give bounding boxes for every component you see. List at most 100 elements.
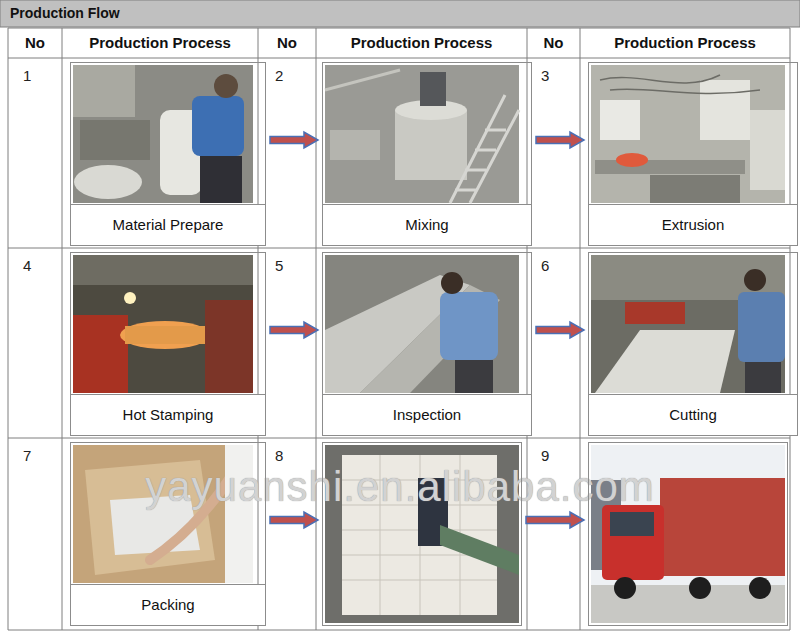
photo-mixing bbox=[325, 65, 519, 203]
photo-material-prepare bbox=[73, 65, 253, 203]
photo-extrusion bbox=[591, 65, 785, 203]
title-bar bbox=[0, 0, 800, 27]
grid-line bbox=[8, 438, 790, 439]
process-cell: 7Packing bbox=[70, 442, 266, 626]
flow-arrow bbox=[526, 512, 584, 528]
flow-arrow bbox=[536, 132, 584, 148]
step-number: 6 bbox=[541, 257, 549, 274]
grid-line bbox=[8, 248, 790, 249]
worker-shirt bbox=[440, 292, 498, 360]
windscreen bbox=[610, 512, 654, 536]
process-cell: 1Material Prepare bbox=[70, 62, 266, 246]
table bbox=[330, 130, 380, 160]
step-number: 2 bbox=[275, 67, 283, 84]
process-cell: 2Mixing bbox=[322, 62, 532, 246]
grid-line bbox=[8, 28, 790, 29]
photo-ground bbox=[591, 255, 785, 393]
grid-line bbox=[8, 28, 9, 630]
machine-box bbox=[600, 100, 640, 140]
grid-line bbox=[527, 28, 528, 630]
saw-machine bbox=[625, 302, 685, 324]
panel-line bbox=[360, 285, 500, 393]
worker-legs bbox=[455, 360, 493, 393]
watermark: yayuanshi.en.alibaba.com bbox=[90, 464, 710, 510]
hot-roller bbox=[125, 326, 210, 344]
machine-base bbox=[650, 175, 740, 203]
mixer-drum bbox=[395, 110, 467, 180]
column-header: No bbox=[258, 28, 316, 58]
grid-line bbox=[790, 28, 791, 630]
step-number: 1 bbox=[23, 67, 31, 84]
grid-line bbox=[258, 28, 259, 630]
flow-arrow bbox=[536, 322, 584, 338]
bowl bbox=[74, 165, 142, 199]
flow-arrow bbox=[270, 512, 318, 528]
step-caption: Cutting bbox=[589, 394, 797, 435]
worker-shirt bbox=[738, 292, 785, 362]
machine-box bbox=[700, 80, 750, 140]
shelf bbox=[73, 65, 135, 117]
worker-head bbox=[744, 269, 766, 291]
photo-ground bbox=[73, 255, 253, 393]
machine-box bbox=[750, 110, 785, 190]
cables bbox=[600, 75, 760, 94]
step-number: 4 bbox=[23, 257, 31, 274]
red-machine bbox=[73, 315, 128, 393]
hot-die bbox=[616, 153, 648, 167]
wheel bbox=[614, 577, 636, 599]
grid-line bbox=[8, 630, 790, 631]
worker-legs bbox=[745, 362, 781, 393]
stairs bbox=[450, 95, 519, 203]
worker-legs bbox=[200, 156, 242, 203]
worker-head bbox=[441, 272, 463, 294]
machine bbox=[80, 120, 150, 160]
glow bbox=[120, 321, 210, 349]
photo-cutting bbox=[591, 255, 785, 393]
process-cell: 6Cutting bbox=[588, 252, 798, 436]
process-cell: 3Extrusion bbox=[588, 62, 798, 246]
step-number: 9 bbox=[541, 447, 549, 464]
process-cell: 9 bbox=[588, 442, 788, 626]
worker-shirt bbox=[192, 96, 244, 156]
step-caption: Extrusion bbox=[589, 204, 797, 245]
wheel bbox=[689, 577, 711, 599]
step-number: 8 bbox=[275, 447, 283, 464]
diagram-title: Production Flow bbox=[10, 5, 120, 21]
step-number: 3 bbox=[541, 67, 549, 84]
step-caption: Material Prepare bbox=[71, 204, 265, 245]
mixer-motor bbox=[420, 72, 446, 106]
grid-line bbox=[8, 58, 790, 59]
truck-cab bbox=[602, 505, 664, 580]
photo-ground bbox=[325, 65, 519, 203]
step-caption: Hot Stamping bbox=[71, 394, 265, 435]
process-cell: 4Hot Stamping bbox=[70, 252, 266, 436]
step-number: 5 bbox=[275, 257, 283, 274]
step-number: 7 bbox=[23, 447, 31, 464]
step-caption: Inspection bbox=[323, 394, 531, 435]
column-header: No bbox=[527, 28, 580, 58]
pipe bbox=[325, 70, 400, 90]
flow-arrow bbox=[270, 132, 318, 148]
grid-line bbox=[62, 28, 63, 630]
conveyor bbox=[440, 525, 519, 575]
container bbox=[660, 478, 785, 576]
board-slab bbox=[595, 330, 735, 393]
step-caption: Mixing bbox=[323, 204, 531, 245]
column-header: Production Process bbox=[580, 28, 790, 58]
roof bbox=[73, 255, 253, 285]
photo-ground bbox=[325, 255, 519, 393]
column-header: No bbox=[8, 28, 62, 58]
process-cell: 5Inspection bbox=[322, 252, 532, 436]
table-grid bbox=[8, 28, 790, 630]
wheel bbox=[749, 577, 771, 599]
photo-ground bbox=[73, 65, 253, 203]
machine-frame bbox=[205, 300, 253, 393]
photo-inspection bbox=[325, 255, 519, 393]
flow-arrow bbox=[270, 322, 318, 338]
lamp bbox=[124, 292, 136, 304]
photo-ground bbox=[591, 65, 785, 203]
photo-hot-stamping bbox=[73, 255, 253, 393]
